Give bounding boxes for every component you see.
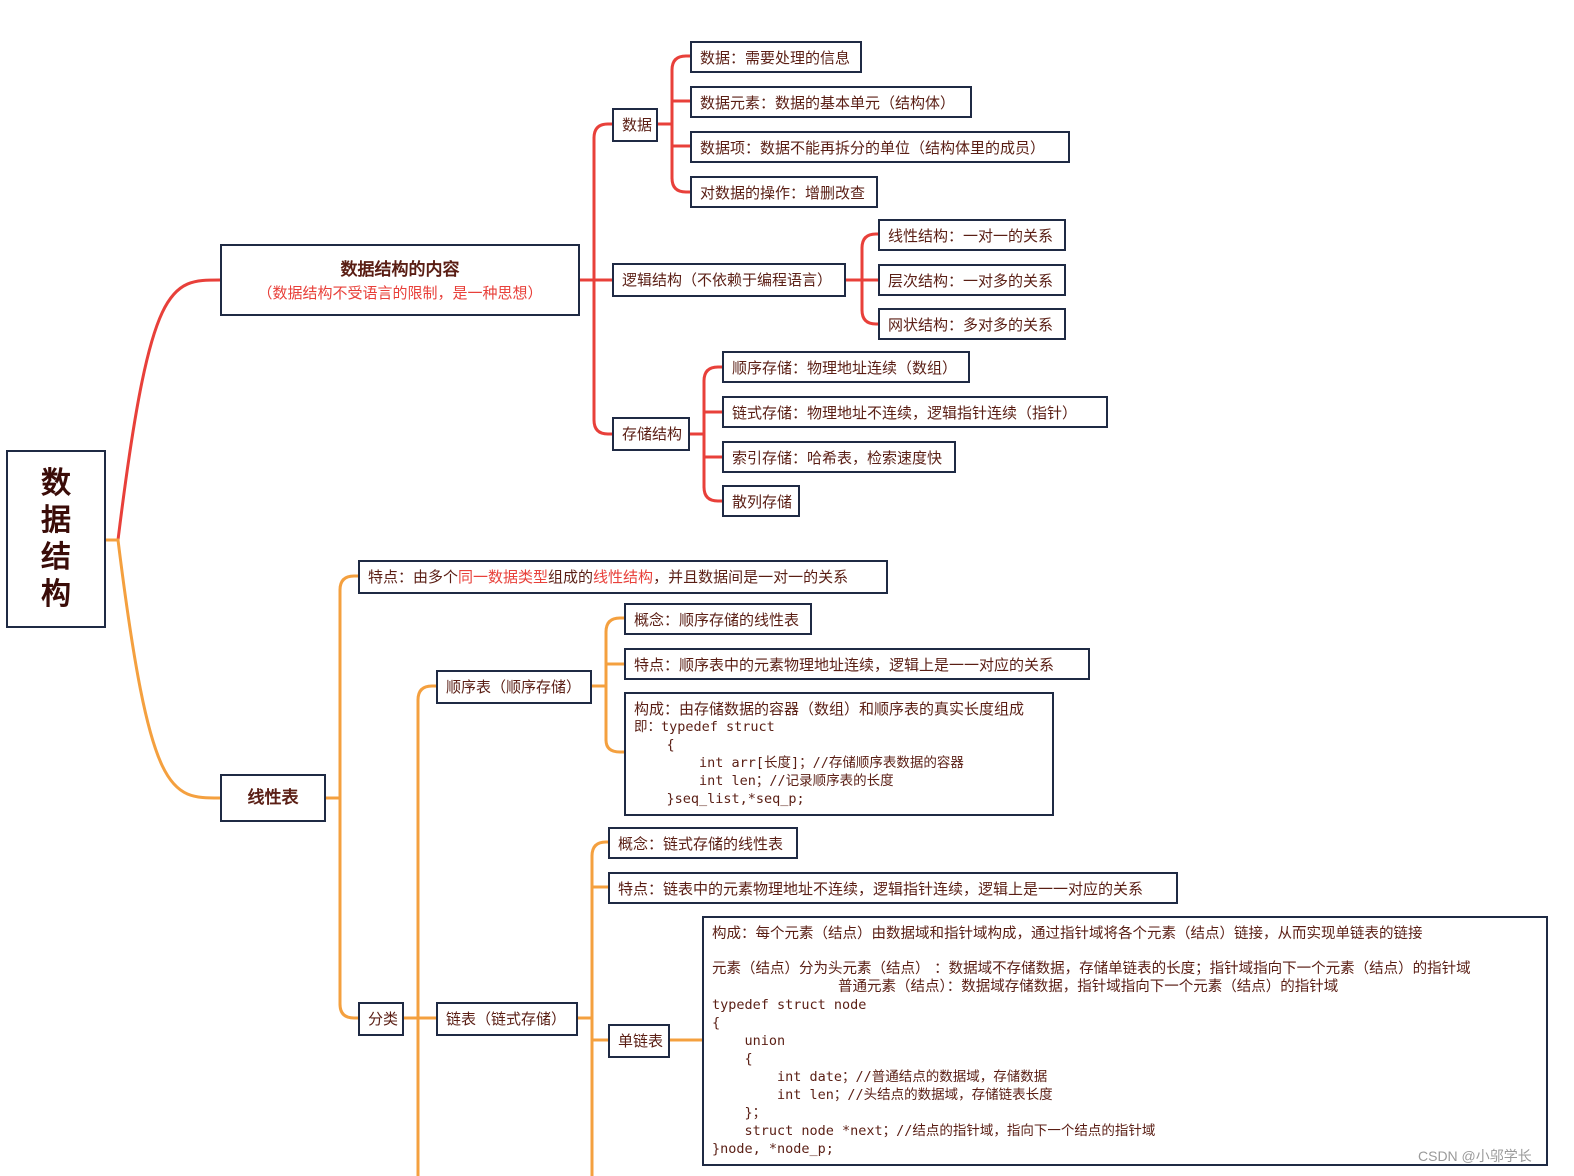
data-item[interactable]: 数据元素：数据的基本单元（结构体） (690, 86, 972, 118)
logic-structure-node[interactable]: 逻辑结构（不依赖于编程语言） (612, 263, 846, 297)
data-item-label: 对数据的操作：增删改查 (700, 184, 866, 202)
data-item-label: 数据：需要处理的信息 (700, 49, 851, 67)
logic-item[interactable]: 网状结构：多对多的关系 (878, 308, 1066, 340)
storage-item[interactable]: 索引存储：哈希表，检索速度快 (722, 441, 956, 473)
content-section-title: 数据结构的内容 (340, 260, 460, 280)
seq-feature-label: 特点：顺序表中的元素物理地址连续，逻辑上是一一对应的关系 (634, 656, 1055, 674)
seq-list-label: 顺序表（顺序存储） (446, 678, 582, 696)
storage-item-label: 顺序存储：物理地址连续（数组） (732, 359, 958, 377)
linked-concept[interactable]: 概念：链式存储的线性表 (608, 827, 798, 859)
category-label: 分类 (368, 1010, 399, 1028)
storage-item-label: 散列存储 (732, 493, 793, 511)
linked-feature-label: 特点：链表中的元素物理地址不连续，逻辑指针连续，逻辑上是一一对应的关系 (618, 880, 1144, 898)
linked-list-label: 链表（链式存储） (446, 1010, 567, 1028)
seq-construct-code: 即：typedef struct { int arr[长度]；//存储顺序表数据… (634, 719, 964, 807)
logic-item-label: 网状结构：多对多的关系 (888, 316, 1054, 334)
storage-item[interactable]: 链式存储：物理地址不连续，逻辑指针连续（指针） (722, 396, 1108, 428)
storage-item[interactable]: 散列存储 (722, 485, 800, 517)
logic-item[interactable]: 层次结构：一对多的关系 (878, 264, 1066, 296)
single-linked-detail[interactable]: 构成：每个元素（结点）由数据域和指针域构成，通过指针域将各个元素（结点）链接，从… (702, 916, 1548, 1166)
data-item-label: 数据项：数据不能再拆分的单位（结构体里的成员） (700, 139, 1046, 157)
seq-construct[interactable]: 构成：由存储数据的容器（数组）和顺序表的真实长度组成 即：typedef str… (624, 692, 1054, 816)
single-linked-node-types: 元素（结点）分为头元素（结点） ：数据域不存储数据，存储单链表的长度；指针域指向… (712, 961, 1471, 977)
category-node[interactable]: 分类 (358, 1002, 404, 1036)
single-linked-list-node[interactable]: 单链表 (608, 1024, 670, 1058)
content-section-subtitle: （数据结构不受语言的限制，是一种思想） (257, 284, 543, 302)
logic-item-label: 层次结构：一对多的关系 (888, 272, 1054, 290)
single-linked-list-label: 单链表 (618, 1032, 664, 1050)
watermark: CSDN @小邬学长 (1418, 1148, 1532, 1164)
data-item-label: 数据元素：数据的基本单元（结构体） (700, 94, 956, 112)
storage-structure-node[interactable]: 存储结构 (612, 417, 690, 451)
storage-item-label: 索引存储：哈希表，检索速度快 (732, 449, 943, 467)
linked-feature[interactable]: 特点：链表中的元素物理地址不连续，逻辑指针连续，逻辑上是一一对应的关系 (608, 872, 1178, 904)
root-char: 数 (41, 466, 71, 501)
linear-feature-text: 组成的 (548, 568, 594, 586)
linear-feature-highlight: 同一数据类型 (458, 568, 549, 586)
single-linked-construct: 构成：每个元素（结点）由数据域和指针域构成，通过指针域将各个元素（结点）链接，从… (712, 926, 1423, 942)
data-item[interactable]: 对数据的操作：增删改查 (690, 176, 878, 208)
logic-item-label: 线性结构：一对一的关系 (888, 227, 1054, 245)
storage-item-label: 链式存储：物理地址不连续，逻辑指针连续（指针） (732, 404, 1078, 422)
linear-list-node[interactable]: 线性表 (220, 774, 326, 822)
data-node[interactable]: 数据 (612, 108, 658, 142)
content-section-node[interactable]: 数据结构的内容 （数据结构不受语言的限制，是一种思想） (220, 244, 580, 316)
logic-item[interactable]: 线性结构：一对一的关系 (878, 219, 1066, 251)
single-linked-code: typedef struct node { union { int date；/… (712, 997, 1156, 1157)
data-item[interactable]: 数据项：数据不能再拆分的单位（结构体里的成员） (690, 131, 1070, 163)
linear-list-label: 线性表 (247, 788, 299, 808)
root-char: 据 (41, 503, 71, 538)
seq-construct-text: 构成：由存储数据的容器（数组）和顺序表的真实长度组成 (634, 700, 1025, 718)
linked-concept-label: 概念：链式存储的线性表 (618, 835, 784, 853)
logic-structure-label: 逻辑结构（不依赖于编程语言） (622, 271, 833, 289)
root-node[interactable]: 数 据 结 构 (6, 450, 106, 628)
storage-structure-label: 存储结构 (622, 425, 683, 443)
storage-item[interactable]: 顺序存储：物理地址连续（数组） (722, 351, 970, 383)
linear-feature-text: ，并且数据间是一对一的关系 (653, 568, 849, 586)
data-item[interactable]: 数据：需要处理的信息 (690, 41, 862, 73)
data-node-label: 数据 (622, 116, 653, 134)
linear-feature-text: 特点：由多个 (368, 568, 459, 586)
linked-list-node[interactable]: 链表（链式存储） (436, 1002, 578, 1036)
root-char: 结 (41, 540, 71, 575)
linear-feature[interactable]: 特点：由多个同一数据类型组成的线性结构，并且数据间是一对一的关系 (358, 560, 888, 594)
seq-concept-label: 概念：顺序存储的线性表 (634, 611, 800, 629)
seq-list-node[interactable]: 顺序表（顺序存储） (436, 670, 592, 704)
single-linked-normal-node: 普通元素（结点）：数据域存储数据，指针域指向下一个元素（结点）的指针域 (838, 979, 1339, 995)
seq-feature[interactable]: 特点：顺序表中的元素物理地址连续，逻辑上是一一对应的关系 (624, 648, 1090, 680)
root-char: 构 (41, 577, 71, 612)
seq-concept[interactable]: 概念：顺序存储的线性表 (624, 603, 812, 635)
linear-feature-highlight: 线性结构 (593, 568, 654, 586)
